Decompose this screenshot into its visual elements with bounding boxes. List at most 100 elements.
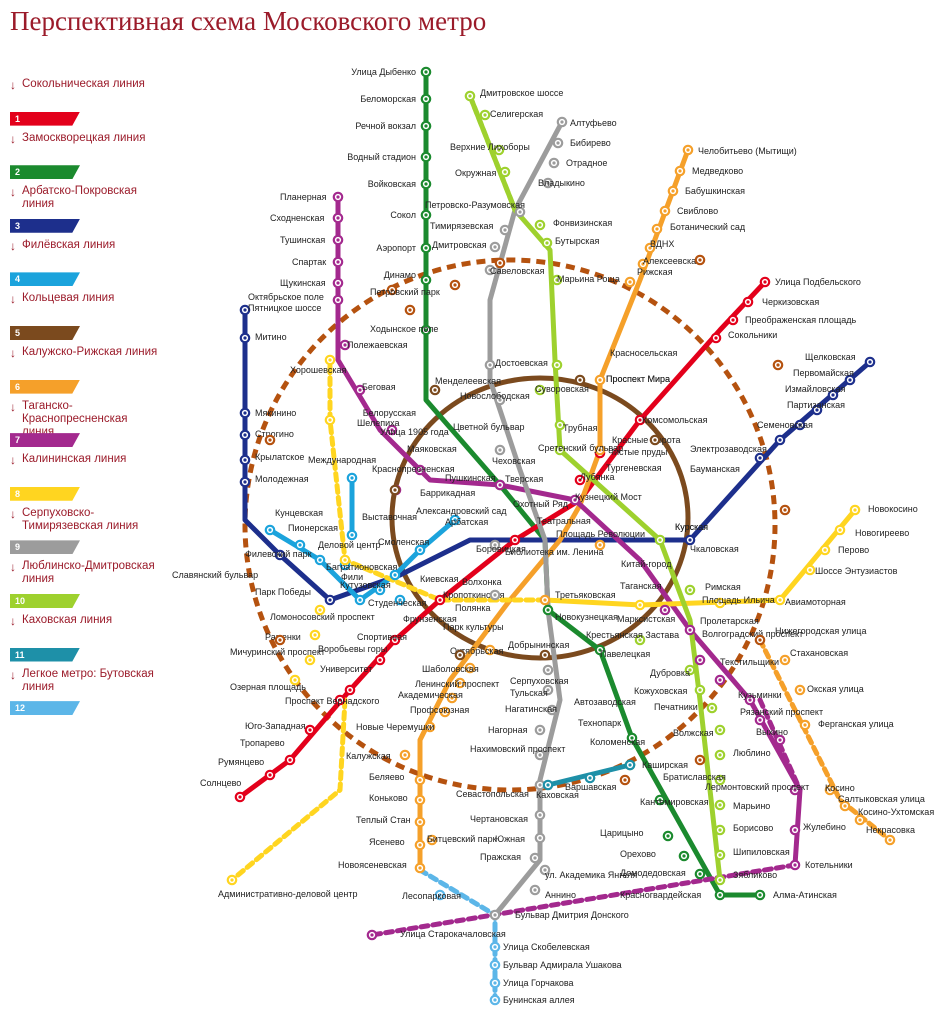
line-3-path xyxy=(242,307,873,603)
station-dot xyxy=(718,601,722,605)
station-label: Бульвар Дмитрия Донского xyxy=(515,910,629,920)
station-dot xyxy=(843,804,847,808)
station-dot xyxy=(538,388,542,392)
station-dot xyxy=(663,608,667,612)
station-dot xyxy=(378,658,382,662)
station-dot xyxy=(243,433,247,437)
station-dot xyxy=(358,388,362,392)
station-label: Медведково xyxy=(692,166,743,176)
legend-line-swatch: 10 xyxy=(10,593,80,608)
station-label: Печатники xyxy=(654,702,698,712)
station-label: Бунинская аллея xyxy=(503,995,575,1005)
station-label: Чертановская xyxy=(470,814,528,824)
station-label: Шоссе Энтузиастов xyxy=(815,566,898,576)
legend-line-swatch: 6 xyxy=(10,379,80,394)
station-label: Челобитьево (Мытищи) xyxy=(698,146,797,156)
legend-line-swatch: 1 xyxy=(10,111,80,126)
station-label: Калужская xyxy=(346,751,391,761)
station-label: Шелепиха xyxy=(357,418,400,428)
station-dot xyxy=(763,280,767,284)
down-arrow-icon: ↓ xyxy=(10,185,16,200)
station-dot xyxy=(424,70,428,74)
station-dot xyxy=(793,828,797,832)
station-label: Нагатинская xyxy=(505,704,557,714)
station-label: Коломенская xyxy=(590,737,645,747)
station-dot xyxy=(418,820,422,824)
station-dot xyxy=(390,288,394,292)
station-dot xyxy=(798,688,802,692)
station-label: Митино xyxy=(255,332,287,342)
station-label: Алексеевская xyxy=(643,256,701,266)
station-dot xyxy=(424,328,428,332)
station-label: Селигерская xyxy=(490,109,543,119)
station-label: Петровско-Разумовская xyxy=(425,200,525,210)
station-label: Новые Черемушки xyxy=(356,722,434,732)
station-label: Салтыковская улица xyxy=(838,794,925,804)
station-label: Новокосино xyxy=(868,504,918,514)
station-label: Пушкинская xyxy=(445,473,496,483)
station-label: Бутырская xyxy=(555,236,599,246)
station-dot xyxy=(831,393,835,397)
station-label: Третьяковская xyxy=(555,590,616,600)
station-label: Электрозаводская xyxy=(690,444,767,454)
station-dot xyxy=(424,246,428,250)
station-label: Планерная xyxy=(280,192,327,202)
station-dot xyxy=(430,838,434,842)
station-dot xyxy=(268,438,272,442)
station-dot xyxy=(438,598,442,602)
station-label: Выхино xyxy=(756,727,788,737)
down-arrow-icon: ↓ xyxy=(10,560,16,575)
station-label: Арбатская xyxy=(445,517,488,527)
station-label: Площадь Революции xyxy=(556,529,645,539)
station-dot xyxy=(238,795,242,799)
station-dot xyxy=(710,706,714,710)
station-label: Кожуховская xyxy=(634,686,687,696)
station-label: Кутузовская xyxy=(340,580,391,590)
station-dot xyxy=(598,448,602,452)
station-label: Парк культуры xyxy=(443,622,504,632)
station-dot xyxy=(638,418,642,422)
station-dot xyxy=(552,161,556,165)
station-dot xyxy=(653,438,657,442)
station-label: Первомайская xyxy=(793,368,854,378)
outer-ring-line xyxy=(242,257,778,793)
station-dot xyxy=(503,228,507,232)
legend-line-number: 9 xyxy=(15,542,21,553)
station-dot xyxy=(698,758,702,762)
station-label: Дмитровская xyxy=(432,240,487,250)
station-label: Волхонка xyxy=(462,577,502,587)
station-label: Динамо xyxy=(384,270,416,280)
station-label: Косино xyxy=(825,783,855,793)
station-label: Бульвар Адмирала Ушакова xyxy=(503,960,622,970)
station-dot xyxy=(488,268,492,272)
map-title: Перспективная схема Московского метро xyxy=(10,6,487,36)
station-dot xyxy=(550,708,554,712)
station-label: Автозаводская xyxy=(574,697,636,707)
station-dot xyxy=(498,448,502,452)
line-8-sw xyxy=(229,697,348,883)
legend-line-swatch: 5 xyxy=(10,325,80,340)
station-dot xyxy=(598,378,602,382)
station-dot xyxy=(686,148,690,152)
station-dot xyxy=(671,189,675,193)
station-label: Международная xyxy=(308,455,376,465)
station-label: Административно-деловой центр xyxy=(218,889,358,899)
station-dot xyxy=(408,308,412,312)
line-7-ext xyxy=(369,862,798,938)
station-dot xyxy=(838,528,842,532)
station-label: Октябрьская xyxy=(450,646,504,656)
station-label: Варшавская xyxy=(565,782,617,792)
station-dot xyxy=(778,438,782,442)
station-dot xyxy=(783,658,787,662)
station-label: Тургеневская xyxy=(606,463,662,473)
station-dot xyxy=(758,638,762,642)
station-label: Площадь Ильича xyxy=(702,595,775,605)
station-label: Домодедовская xyxy=(620,868,686,878)
station-dot xyxy=(513,538,517,542)
station-dot xyxy=(336,238,340,242)
station-dot xyxy=(658,538,662,542)
station-dot xyxy=(533,856,537,860)
station-label: Борисово xyxy=(733,823,773,833)
legend-line-number: 3 xyxy=(15,220,21,231)
